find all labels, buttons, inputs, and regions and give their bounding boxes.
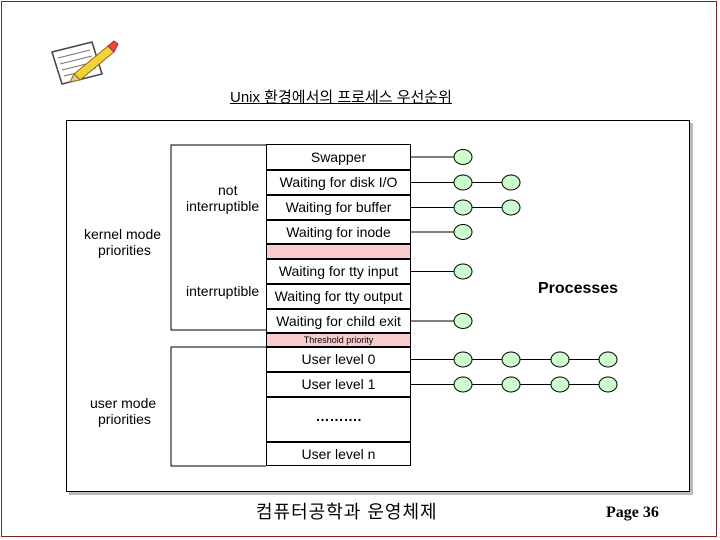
priority-level-2: Waiting for buffer <box>266 195 411 220</box>
process-node <box>453 199 473 216</box>
kernel-bracket <box>170 144 266 331</box>
not-label: not <box>218 182 238 198</box>
notepad-pencil-icon <box>51 40 119 85</box>
process-node <box>453 376 473 393</box>
process-node <box>453 174 473 191</box>
priority-level-11: ………. <box>266 397 411 442</box>
user-mode-label: user mode <box>90 395 157 411</box>
process-node <box>453 263 473 280</box>
kernel-mode-label: kernel mode <box>84 226 162 242</box>
priority-level-0: Swapper <box>266 144 411 170</box>
process-node <box>598 376 618 393</box>
priority-level-5: Waiting for tty input <box>266 259 411 284</box>
process-node <box>501 376 521 393</box>
interruptible-label-kernel: interruptible <box>186 198 260 214</box>
process-node <box>501 351 521 368</box>
interruptible-label: interruptible <box>186 283 260 299</box>
process-node <box>453 224 473 240</box>
process-node <box>501 199 521 216</box>
process-node <box>550 351 570 368</box>
kernel-priorities-label: priorities <box>98 242 151 258</box>
page-number: Page 36 <box>606 504 659 521</box>
priority-level-9: User level 0 <box>266 347 411 372</box>
process-node <box>453 351 473 368</box>
priority-level-12: User level n <box>266 442 411 466</box>
priority-level-4 <box>266 244 411 259</box>
process-node <box>598 351 618 368</box>
process-node <box>453 313 473 329</box>
priority-level-1: Waiting for disk I/O <box>266 170 411 195</box>
priority-level-8: Threshold priority <box>266 333 411 347</box>
user-bracket <box>170 346 266 467</box>
priority-level-6: Waiting for tty output <box>266 284 411 309</box>
user-priorities-label: priorities <box>98 411 151 427</box>
priority-level-3: Waiting for inode <box>266 220 411 244</box>
process-node <box>453 149 473 165</box>
page-title: Unix 환경에서의 프로세스 우선순위 <box>230 89 452 106</box>
footer-course: 컴퓨터공학과 운영체제 <box>256 502 438 522</box>
priority-level-7: Waiting for child exit <box>266 309 411 333</box>
processes-label: Processes <box>538 280 619 297</box>
process-node <box>501 174 521 191</box>
process-node <box>550 376 570 393</box>
priority-level-10: User level 1 <box>266 372 411 397</box>
